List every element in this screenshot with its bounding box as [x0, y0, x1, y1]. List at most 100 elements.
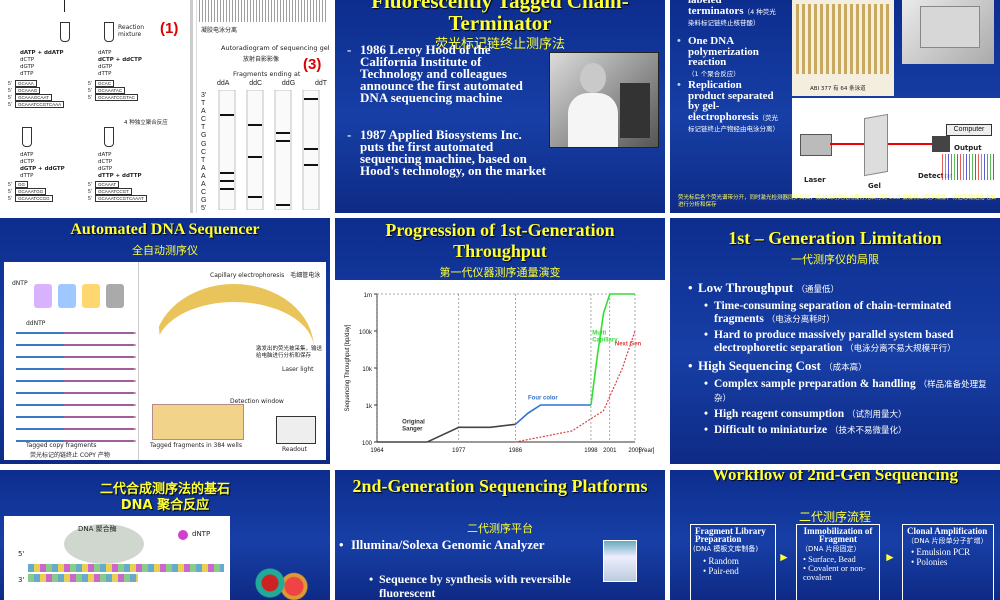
- series-label: Next Gen: [615, 342, 642, 348]
- x-tick-label: 1964: [370, 448, 384, 454]
- fragment-row: 5'GCAAAT: [88, 181, 163, 188]
- optics-diagram: Laser Gel Detector Computer Output: [792, 98, 1000, 198]
- tagged-fragments-label: Tagged copy fragments: [26, 442, 97, 449]
- y-tick-label: 100: [362, 441, 373, 447]
- slide-throughput-progression[interactable]: Progression of 1st-Generation Throughput…: [335, 218, 665, 464]
- workflow-step-immobilization: Immobilization of Fragment （DNA 片段固定） • …: [796, 524, 880, 600]
- slide-automated-sequencer[interactable]: Automated DNA Sequencer 全自动测序仪 dNTP ddNT…: [0, 218, 330, 464]
- computer-box: Computer: [946, 124, 992, 136]
- slide-title: Fluorescently Tagged Chain-Terminator: [371, 0, 629, 35]
- fragment-row: 5'GCAC: [88, 80, 163, 87]
- gel-lanes: [218, 90, 320, 210]
- slide-dna-polymerization[interactable]: 二代合成测序法的基石 DNA 聚合反应 DNA 聚合酶 dNTP 5' 3': [0, 470, 330, 600]
- series-label: Four color: [528, 396, 558, 402]
- readout-label: Readout: [282, 446, 307, 453]
- reaction-mixture-label: Reaction mixture: [118, 24, 145, 38]
- sequencer-illustration: dNTP ddNTP Tagged copy fragments Capilla…: [4, 262, 326, 460]
- optics-caption: 荧光标后各个荧光谱带分开，同时激光检测器同步扫描，激发出的荧光光栅分光后打到 C…: [678, 195, 996, 208]
- ddntp-label: ddNTP: [26, 320, 46, 327]
- x-tick-label: 1986: [509, 448, 523, 454]
- series-line: [515, 330, 636, 443]
- y-tick-label: 10k: [362, 367, 373, 373]
- slide-first-gen-limitation[interactable]: 1st – Generation Limitation 一代测序仪的局限 •Lo…: [670, 218, 1000, 464]
- slide-subtitle: 一代测序仪的局限: [791, 253, 879, 266]
- arrow-icon: ►: [884, 550, 896, 564]
- sequence-letter: A: [201, 172, 206, 180]
- slide-subtitle: 荧光标记链终止测序法: [434, 37, 565, 52]
- fragment-row: 5'GCAAATCCGTAC: [88, 94, 163, 101]
- fragment-row: 5'GCAAATCCGTCAAAT: [88, 195, 163, 202]
- slide-abi-377[interactable]: labeled terminators（4 种荧光染料标记链终止核苷酸） • O…: [670, 0, 1000, 213]
- limitation-item: •Time-consuming separation of chain-term…: [704, 300, 952, 325]
- x-axis-label: [Year]: [639, 448, 655, 454]
- laser-light-label: Laser light: [282, 366, 314, 373]
- series-line: [377, 423, 516, 443]
- slide-fluorescent-terminator[interactable]: Fluorescently Tagged Chain-Terminator 荧光…: [335, 0, 665, 213]
- detection-window-label: Detection window: [230, 398, 284, 405]
- bullet-1987: - 1987 Applied Biosystems Inc. puts the …: [347, 127, 546, 178]
- fragment-row: 5'GCAAAG: [8, 87, 83, 94]
- step-marker-1: (1): [160, 20, 179, 37]
- sequence-letter: 3': [201, 92, 207, 99]
- slide-autoradiogram[interactable]: 凝胶电泳分离 Autoradiogram of sequencing gel 放…: [196, 0, 330, 213]
- dntp-label: dNTP: [192, 530, 211, 538]
- lane-label: ddT: [314, 80, 327, 87]
- sequence-letter: C: [201, 116, 207, 124]
- limitation-item: •High reagent consumption （试剂用量大）: [704, 408, 907, 420]
- lane-label: ddG: [281, 80, 296, 87]
- laser-label: Laser: [804, 176, 826, 184]
- slide-subtitle: 二代测序平台: [467, 522, 533, 535]
- fragment-row: 5'GCAAATGG: [8, 188, 83, 195]
- slide-title: 1st – Generation Limitation: [728, 228, 942, 248]
- x-tick-label: 1977: [452, 448, 466, 454]
- tagged-384-label: Tagged fragments in 384 wells: [150, 442, 242, 449]
- x-tick-label: 2001: [603, 448, 617, 454]
- slide-title: Progression of 1st-Generation Throughput: [385, 220, 615, 261]
- fragment-sequence: GCAAATGG: [15, 188, 47, 195]
- independent-reactions-note: 4 种独立聚合反应: [124, 120, 168, 126]
- slide-second-gen-workflow[interactable]: Workflow of 2nd-Gen Sequencing 二代测序流程 Fr…: [670, 470, 1000, 600]
- illumina-photo: [603, 540, 637, 582]
- limitation-item: •Hard to produce massively parallel syst…: [704, 329, 956, 354]
- polymerase-label: DNA 聚合酶: [78, 525, 117, 533]
- fragment-row: 5'GCAAA: [8, 80, 83, 87]
- bottom-caption: 荧光标记的链终止 COPY 产物: [30, 452, 110, 459]
- x-tick-label: 1998: [584, 448, 598, 454]
- fragment-sequence: GCAAATCCGTAC: [95, 94, 138, 101]
- sequence-letter: G: [201, 132, 207, 140]
- slide-subtitle: 第一代仪器测序通量演变: [439, 266, 561, 279]
- fragment-sequence: GCAC: [95, 80, 115, 87]
- slide-title: Automated DNA Sequencer: [70, 221, 260, 238]
- slide-second-gen-platforms[interactable]: 2nd-Generation Sequencing Platforms 二代测序…: [335, 470, 665, 600]
- five-prime-label: 5': [18, 550, 25, 558]
- fragment-row: 5'GG: [8, 181, 83, 188]
- fragment-sequence: GCAAATCCGTCAAAT: [95, 195, 147, 202]
- gel-label: 凝胶电泳分离: [201, 27, 238, 34]
- abi-caption: ABI 377 有 64 条泳道: [810, 86, 866, 92]
- gel-label-optics: Gel: [868, 182, 881, 190]
- autorad-title-cn: 放射自影影像: [243, 56, 280, 63]
- y-tick-label: 1m: [364, 293, 372, 299]
- sequence-letter: A: [201, 164, 206, 172]
- fragment-sequence: GCAAA: [15, 80, 37, 87]
- limitation-item: •Complex sample preparation & handling （…: [704, 378, 987, 404]
- abi-gel-image: ABI 377 有 64 条泳道: [792, 0, 894, 96]
- bullet-sbs: •Sequence by synthesis with reversible f…: [369, 572, 571, 600]
- gel-image: [199, 0, 327, 22]
- fragment-sequence: GCAAATAC: [95, 87, 126, 94]
- fragment-sequence: GCAAAT: [95, 181, 120, 188]
- step-marker-3: (3): [303, 56, 322, 73]
- sequence-letter: A: [201, 108, 206, 116]
- lane-label: ddC: [249, 80, 263, 87]
- y-axis-label: Sequencing Throughput [bp/day]: [345, 324, 351, 411]
